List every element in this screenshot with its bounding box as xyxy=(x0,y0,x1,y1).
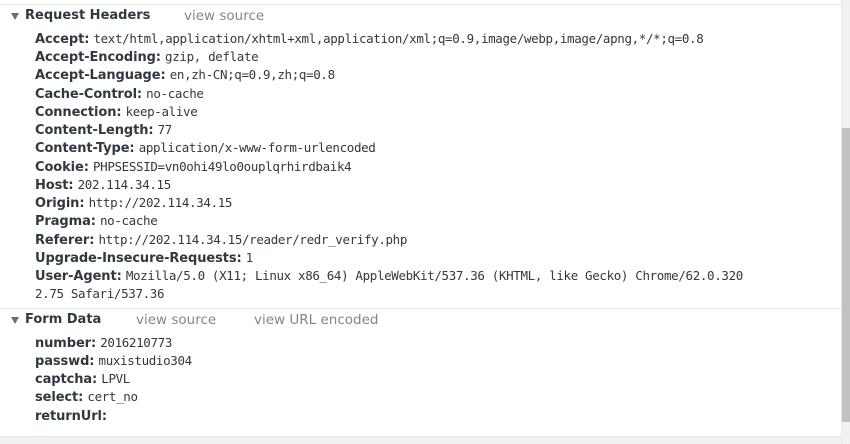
header-value: Mozilla/5.0 (X11; Linux x86_64) AppleWeb… xyxy=(125,268,743,283)
header-key: Origin: xyxy=(35,196,85,211)
header-value: http://202.114.34.15 xyxy=(88,195,233,210)
form-row-number: number: 2016210773 xyxy=(35,334,172,352)
horizontal-scrollbar[interactable] xyxy=(0,436,842,444)
request-headers-title: Request Headers xyxy=(25,8,151,23)
top-divider xyxy=(0,4,842,5)
header-key: Accept-Language: xyxy=(35,68,166,83)
header-key: Content-Length: xyxy=(35,123,154,138)
header-value: no-cache xyxy=(146,86,204,101)
header-value: en,zh-CN;q=0.9,zh;q=0.8 xyxy=(169,67,335,82)
header-value: gzip, deflate xyxy=(165,49,259,64)
header-value: no-cache xyxy=(99,213,158,228)
header-key: Cache-Control: xyxy=(35,87,143,102)
header-value: http://202.114.34.15/reader/redr_verify.… xyxy=(98,232,408,247)
form-value: LPVL xyxy=(101,371,130,386)
header-row-accept-encoding: Accept-Encoding: gzip, deflate xyxy=(35,48,259,66)
header-value: 77 xyxy=(157,122,173,137)
header-row-user-agent-wrap: 2.75 Safari/537.36 xyxy=(35,285,165,303)
vertical-scrollbar-thumb[interactable] xyxy=(842,128,850,422)
form-data-view-source-link[interactable]: view source xyxy=(136,312,217,328)
header-row-accept: Accept: text/html,application/xhtml+xml,… xyxy=(35,30,704,48)
header-key: Content-Type: xyxy=(35,141,135,156)
header-row-pragma: Pragma: no-cache xyxy=(35,212,158,230)
form-key: select: xyxy=(35,390,84,405)
header-key: Upgrade-Insecure-Requests: xyxy=(35,251,242,266)
request-headers-view-source-link[interactable]: view source xyxy=(184,8,265,24)
header-key: Accept-Encoding: xyxy=(35,50,161,65)
form-value: cert_no xyxy=(87,389,138,404)
header-row-user-agent: User-Agent: Mozilla/5.0 (X11; Linux x86_… xyxy=(35,267,743,285)
header-value-wrap: 2.75 Safari/537.36 xyxy=(35,286,165,301)
form-row-passwd: passwd: muxistudio304 xyxy=(35,352,192,370)
form-row-returnurl: returnUrl: xyxy=(35,407,107,425)
header-value: application/x-www-form-urlencoded xyxy=(138,140,376,155)
expand-triangle-icon[interactable] xyxy=(11,317,19,324)
form-key: passwd: xyxy=(35,354,95,369)
header-value: PHPSESSID=vn0ohi49lo0ouplqrhirdbaik4 xyxy=(92,159,352,174)
header-row-cookie: Cookie: PHPSESSID=vn0ohi49lo0ouplqrhirdb… xyxy=(35,158,352,176)
expand-triangle-icon[interactable] xyxy=(11,13,19,20)
header-row-host: Host: 202.114.34.15 xyxy=(35,176,171,194)
form-value: muxistudio304 xyxy=(98,353,193,368)
form-key: captcha: xyxy=(35,372,98,387)
header-value: text/html,application/xhtml+xml,applicat… xyxy=(93,31,704,46)
header-key: Cookie: xyxy=(35,160,89,175)
header-value: 202.114.34.15 xyxy=(77,177,172,192)
form-data-title: Form Data xyxy=(25,312,102,327)
header-row-cache-control: Cache-Control: no-cache xyxy=(35,85,204,103)
header-row-upgrade-insecure-requests: Upgrade-Insecure-Requests: 1 xyxy=(35,249,253,267)
form-row-select: select: cert_no xyxy=(35,388,138,406)
header-key: Host: xyxy=(35,178,74,193)
form-data-header[interactable]: Form Data view source view URL encoded xyxy=(0,311,842,331)
form-value: 2016210773 xyxy=(100,335,172,350)
header-key: Referer: xyxy=(35,233,95,248)
header-row-content-length: Content-Length: 77 xyxy=(35,121,172,139)
header-row-referer: Referer: http://202.114.34.15/reader/red… xyxy=(35,231,407,249)
form-key: number: xyxy=(35,336,97,351)
header-key: User-Agent: xyxy=(35,269,122,284)
header-key: Accept: xyxy=(35,32,90,47)
section-divider xyxy=(0,308,842,309)
form-row-captcha: captcha: LPVL xyxy=(35,370,130,388)
request-headers-header[interactable]: Request Headers view source xyxy=(0,7,842,27)
header-key: Connection: xyxy=(35,105,122,120)
header-row-origin: Origin: http://202.114.34.15 xyxy=(35,194,232,212)
form-key: returnUrl: xyxy=(35,409,107,424)
form-data-view-url-encoded-link[interactable]: view URL encoded xyxy=(254,312,379,328)
header-value: 1 xyxy=(245,250,254,265)
header-row-content-type: Content-Type: application/x-www-form-url… xyxy=(35,139,376,157)
header-value: keep-alive xyxy=(125,104,198,119)
header-row-accept-language: Accept-Language: en,zh-CN;q=0.9,zh;q=0.8 xyxy=(35,66,335,84)
header-key: Pragma: xyxy=(35,214,96,229)
header-row-connection: Connection: keep-alive xyxy=(35,103,198,121)
